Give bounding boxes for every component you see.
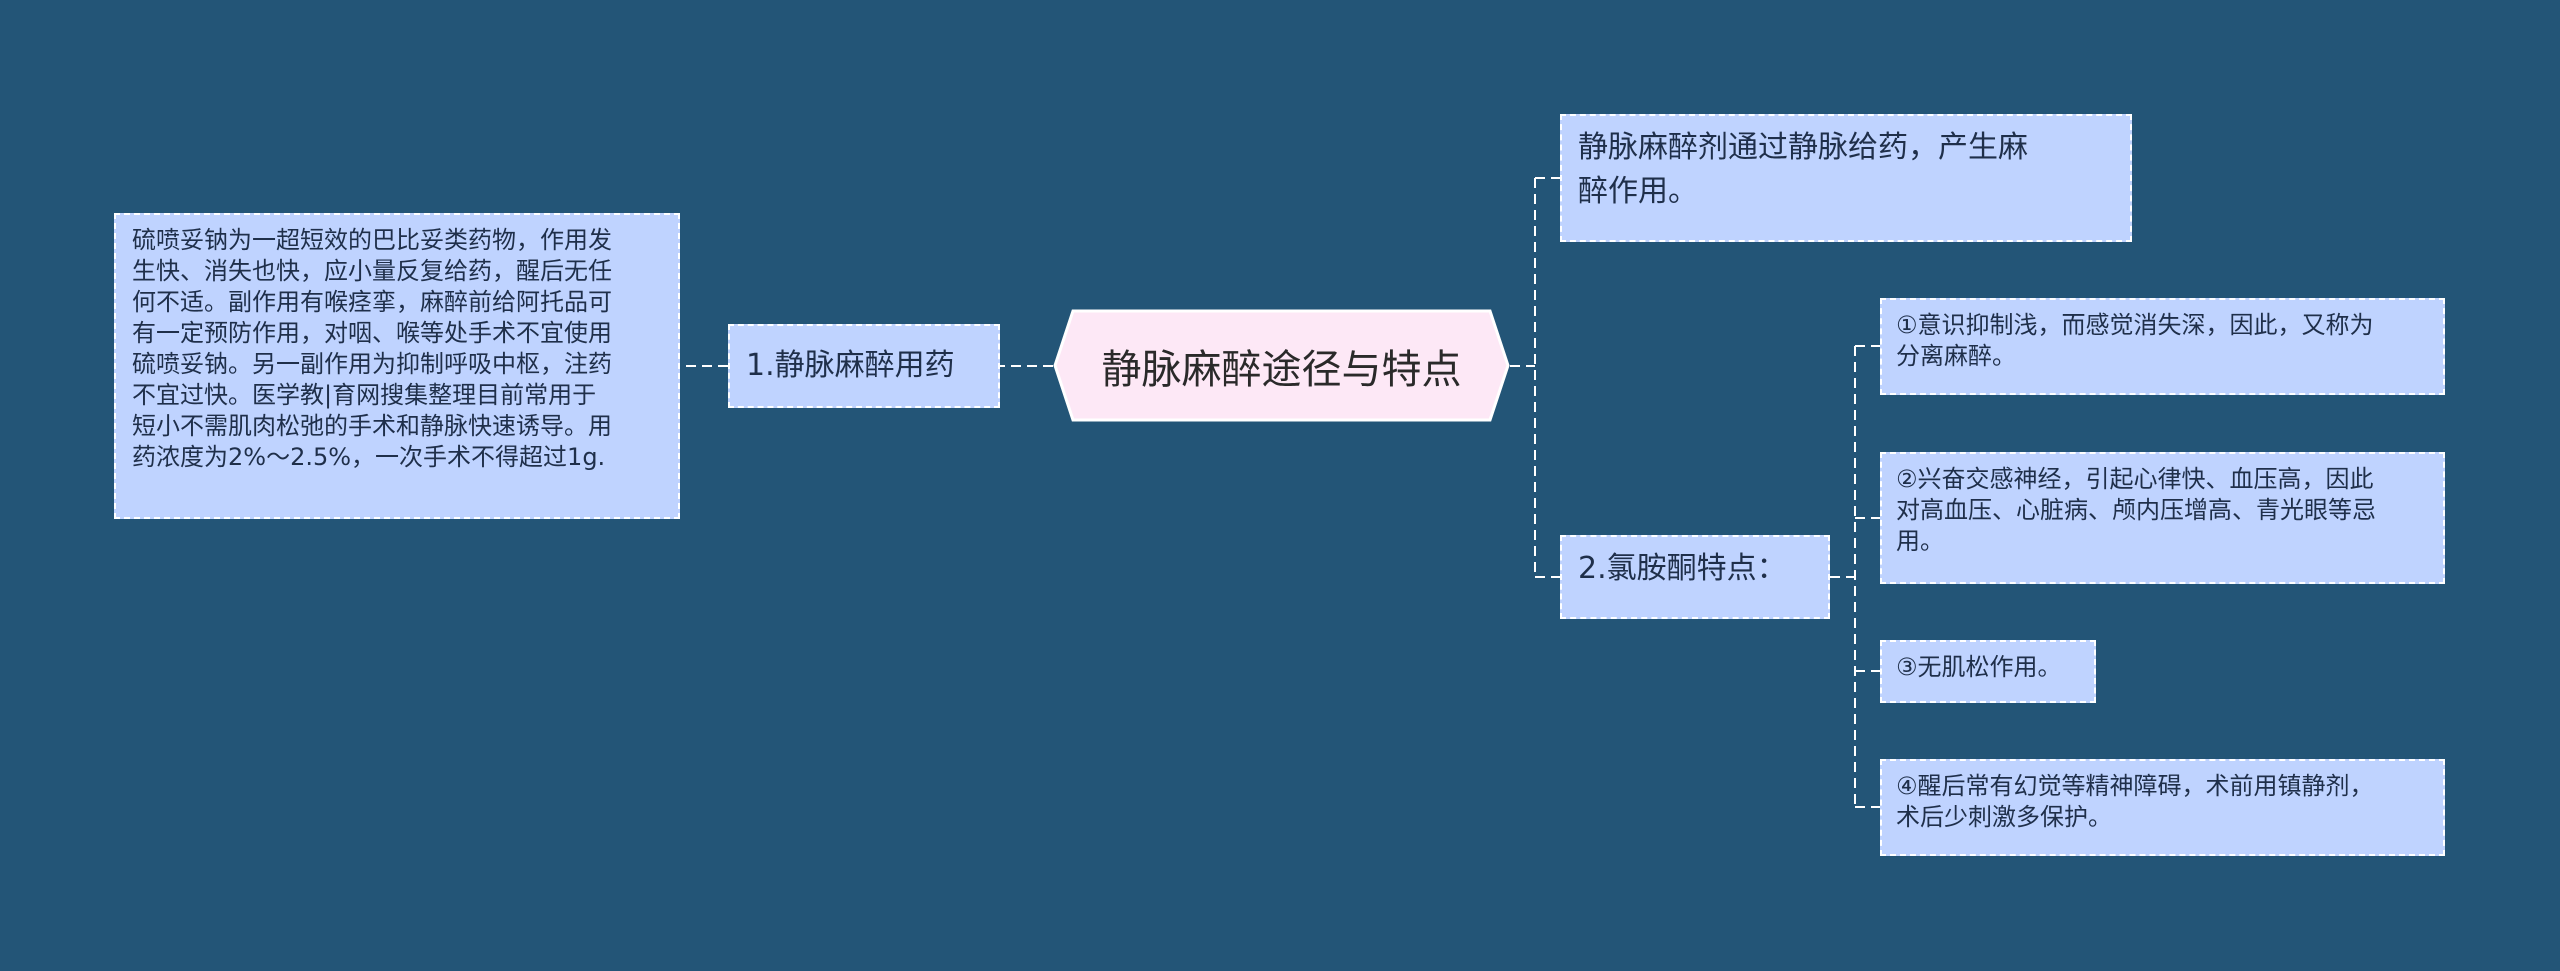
link-bottom-to-items — [1830, 346, 1856, 807]
ketamine-item-2-text: ②兴奋交感神经，引起心律快、血压高，因此 对高血压、心脏病、颅内压增高、青光眼等… — [1896, 465, 2376, 555]
branch-intravenous-anesthetic-label: 静脉麻醉剂通过静脉给药，产生麻 醉作用。 — [1578, 130, 2028, 209]
ketamine-item-1-text: ①意识抑制浅，而感觉消失深，因此，又称为 分离麻醉。 — [1896, 311, 2374, 370]
thiopental-detail-node[interactable]: 硫喷妥钠为一超短效的巴比妥类药物，作用发 生快、消失也快，应小量反复给药，醒后无… — [114, 213, 680, 519]
ketamine-item-4[interactable]: ④醒后常有幻觉等精神障碍，术前用镇静剂， 术后少刺激多保护。 — [1880, 759, 2445, 856]
ketamine-item-3-text: ③无肌松作用。 — [1896, 653, 2062, 681]
ketamine-item-3[interactable]: ③无肌松作用。 — [1880, 640, 2096, 703]
root-hexagon — [1053, 309, 1510, 422]
link-right-to-top — [1534, 177, 1560, 577]
thiopental-detail-text: 硫喷妥钠为一超短效的巴比妥类药物，作用发 生快、消失也快，应小量反复给药，醒后无… — [132, 226, 612, 471]
branch-intravenous-drugs-label: 1.静脉麻醉用药 — [746, 348, 955, 383]
branch-ketamine-features[interactable]: 2.氯胺酮特点： — [1560, 535, 1830, 619]
root-node[interactable]: 静脉麻醉途径与特点 — [1053, 309, 1510, 422]
root-title: 静脉麻醉途径与特点 — [1101, 346, 1462, 393]
ketamine-item-1[interactable]: ①意识抑制浅，而感觉消失深，因此，又称为 分离麻醉。 — [1880, 298, 2445, 395]
ketamine-item-2[interactable]: ②兴奋交感神经，引起心律快、血压高，因此 对高血压、心脏病、颅内压增高、青光眼等… — [1880, 452, 2445, 584]
ketamine-item-4-text: ④醒后常有幻觉等精神障碍，术前用镇静剂， 术后少刺激多保护。 — [1896, 772, 2374, 831]
branch-ketamine-features-label: 2.氯胺酮特点： — [1578, 551, 1787, 586]
branch-intravenous-anesthetic[interactable]: 静脉麻醉剂通过静脉给药，产生麻 醉作用。 — [1560, 114, 2132, 242]
branch-intravenous-drugs[interactable]: 1.静脉麻醉用药 — [728, 324, 1000, 408]
